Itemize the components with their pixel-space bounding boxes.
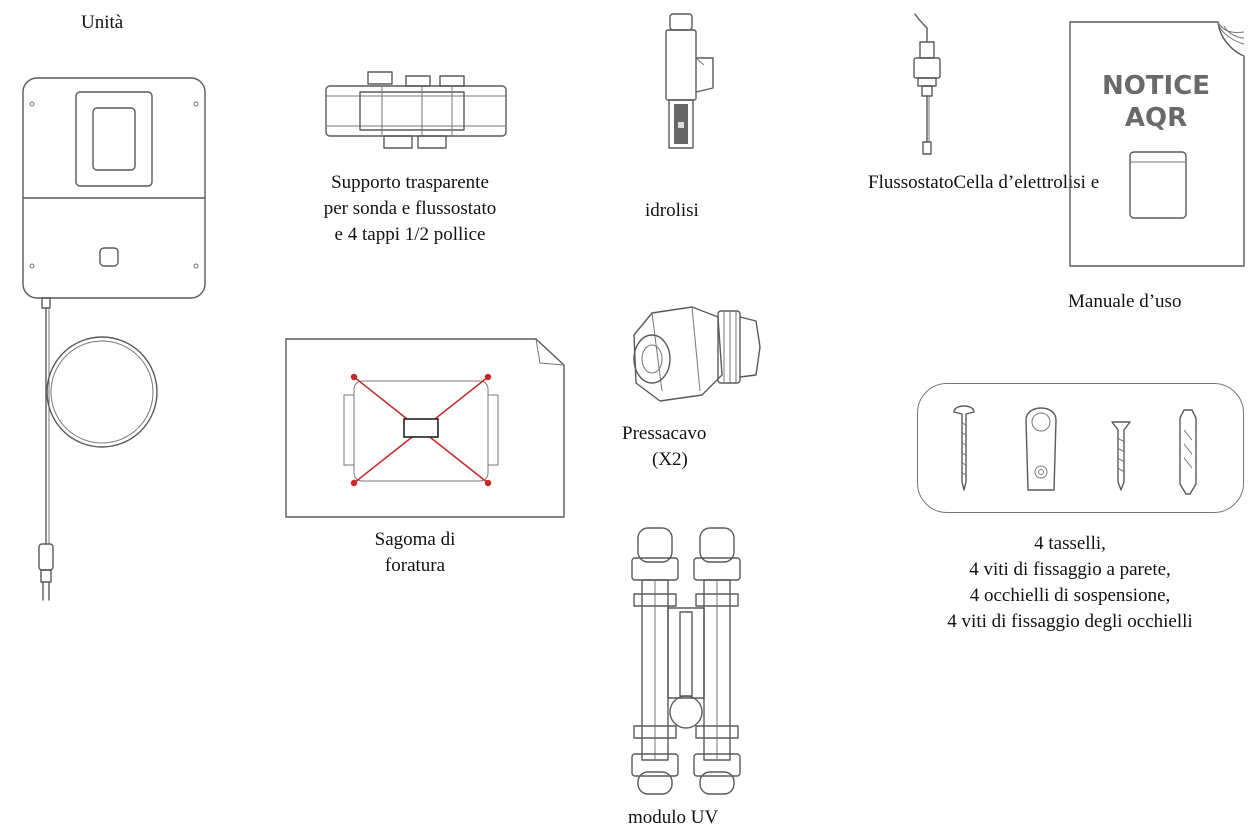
template-illustration (284, 335, 566, 520)
support-label-line-3: e 4 tappi 1/2 pollice (334, 224, 486, 245)
hardware-label-line-3: 4 occhielli di sospensione, (969, 585, 1171, 606)
manual-illustration: NOTICE AQR (1068, 20, 1248, 270)
manual-label: Manuale d’uso (1068, 291, 1182, 312)
unit-label: Unità (81, 12, 124, 33)
unit-illustration (20, 76, 220, 616)
hardware-label-line-1: 4 tasselli, (1034, 533, 1106, 554)
wall-plug-icon (1179, 409, 1197, 495)
uv-label: modulo UV (628, 807, 719, 828)
manual-cover-line-2: AQR (1124, 103, 1188, 133)
hardware-label-line-2: 4 viti di fissaggio a parete, (969, 559, 1171, 580)
support-label: Supporto trasparente per sonda e flussos… (270, 170, 550, 248)
flow-cell-label: FlussostatoCella d’elettrolisi e (868, 172, 1100, 193)
support-label-line-2: per sonda e flussostato (323, 198, 497, 219)
manual-cover-line-1: NOTICE (1101, 71, 1211, 101)
cable-gland-illustration (622, 295, 772, 415)
support-illustration (322, 68, 512, 158)
template-label: Sagoma di foratura (330, 527, 500, 579)
uv-module-illustration (622, 520, 752, 800)
screw-icon (953, 405, 975, 491)
flow-switch-illustration (905, 12, 945, 162)
eyelet-icon (1025, 407, 1057, 491)
hardware-label: 4 tasselli, 4 viti di fissaggio a parete… (895, 531, 1245, 635)
template-label-line-2: foratura (384, 555, 446, 576)
gland-label-line-1: Pressacavo (622, 423, 707, 444)
cell-label: idrolisi (645, 200, 699, 221)
hardware-box (917, 383, 1244, 513)
cell-illustration (655, 10, 725, 160)
hardware-label-line-4: 4 viti di fissaggio degli occhielli (947, 611, 1193, 632)
gland-label-line-2: (X2) (652, 449, 688, 470)
manual-cover-title: NOTICE AQR (1068, 70, 1244, 134)
hardware-illustration (940, 400, 1220, 500)
wall-screw-icon (1111, 421, 1131, 491)
support-label-line-1: Supporto trasparente (331, 172, 489, 193)
template-label-line-1: Sagoma di (374, 529, 456, 550)
gland-label: Pressacavo (X2) (622, 421, 706, 473)
